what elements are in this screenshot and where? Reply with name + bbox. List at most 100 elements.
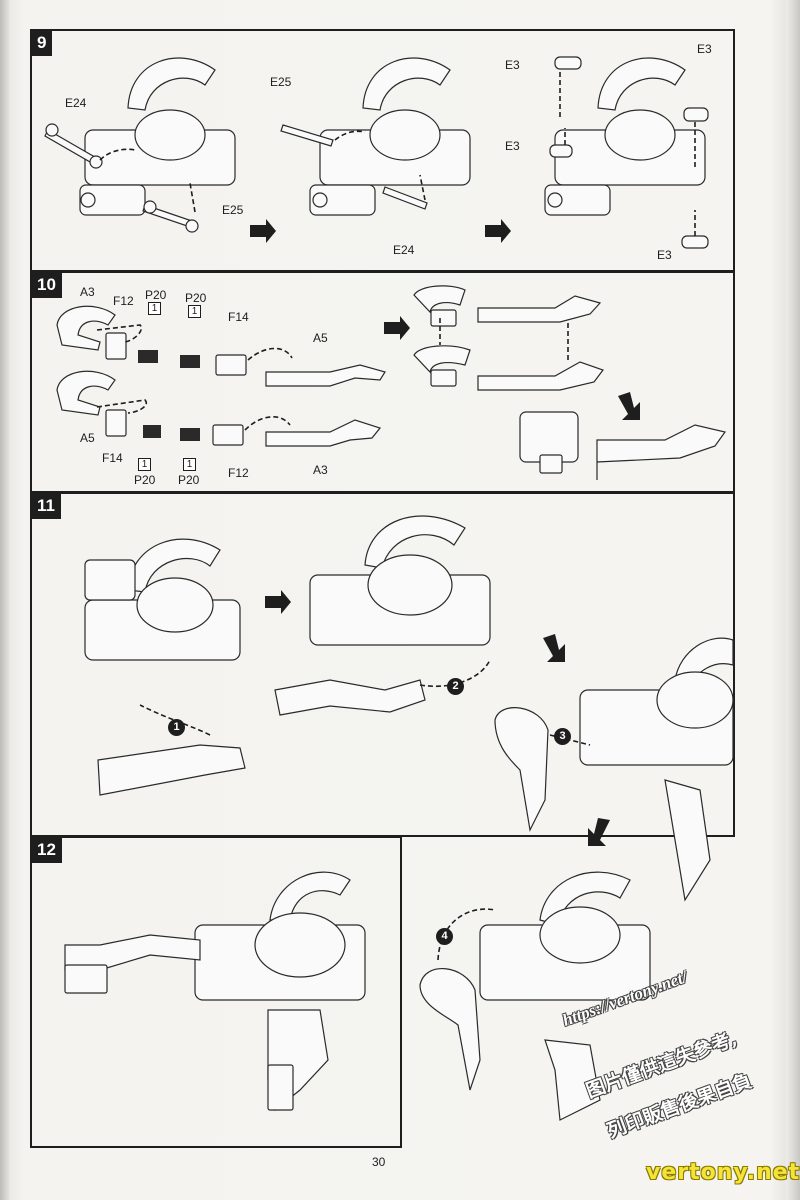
part-claw [56, 305, 116, 351]
part-clip [105, 332, 127, 360]
arm-stack [84, 559, 136, 601]
part-label: F14 [102, 451, 123, 465]
gear-dial [364, 515, 466, 569]
turret [604, 109, 676, 161]
arrow-right [265, 590, 291, 614]
part-label: A5 [313, 331, 328, 345]
arm-assembly [477, 295, 602, 323]
turret [539, 906, 621, 964]
claw-assembly [413, 345, 471, 374]
step-arrows [265, 590, 610, 846]
part-label: E3 [505, 139, 520, 153]
arrow-down-right [543, 634, 565, 662]
wheel [312, 192, 328, 208]
step-number: 12 [32, 838, 62, 863]
part-label: F12 [228, 466, 249, 480]
turret [136, 577, 214, 633]
part-label: E24 [65, 96, 87, 110]
arm-lower [309, 184, 376, 216]
gear-dial [597, 57, 686, 111]
part-claw [56, 370, 116, 416]
claw-assembly [413, 285, 466, 314]
arm-finished [596, 424, 727, 480]
part-label: E25 [222, 203, 244, 217]
arm-part [664, 779, 711, 902]
part-pad [180, 355, 200, 368]
step-number: 11 [32, 494, 61, 519]
wheel [80, 192, 96, 208]
step-number: 9 [32, 31, 53, 56]
part-label: P20 [134, 473, 156, 487]
step-arrows [250, 219, 511, 243]
part-label: P20 [145, 288, 167, 302]
arrow-down-right [618, 392, 640, 420]
part-label: E24 [393, 243, 415, 257]
page-number: 30 [372, 1155, 386, 1169]
part-cap [554, 56, 582, 70]
arrow-down-left [588, 818, 610, 846]
part-clip [212, 424, 244, 446]
claw-part [494, 707, 549, 832]
arrow-right [485, 219, 511, 243]
gear-dial [127, 57, 216, 111]
part-count: 1 [138, 458, 151, 471]
turret [254, 912, 346, 978]
part-count: 1 [183, 458, 196, 471]
part-label: E3 [657, 248, 672, 262]
part-arm [265, 364, 386, 387]
part-count: 1 [188, 305, 201, 318]
part-pad [143, 425, 161, 438]
part-cap [683, 107, 709, 122]
callout-1: 1 [168, 719, 185, 736]
arm-part [544, 1039, 601, 1121]
arm-part [97, 744, 246, 796]
arm-lower [544, 184, 611, 216]
part-label: E25 [270, 75, 292, 89]
turret [656, 671, 734, 729]
gear-dial [362, 57, 451, 111]
part-arm [265, 419, 382, 447]
part-link [280, 124, 334, 147]
part-label: F12 [113, 294, 134, 308]
part-label: A5 [80, 431, 95, 445]
gear-dial [127, 538, 221, 593]
step-number: 10 [32, 273, 62, 298]
part-label: P20 [178, 473, 200, 487]
watermark-site: vertony.net [646, 1160, 800, 1185]
arm-assembly [477, 361, 604, 391]
callout-2: 2 [447, 678, 464, 695]
part-link [382, 186, 428, 210]
part-count: 1 [148, 302, 161, 315]
part-pad [180, 428, 200, 441]
callout-3: 3 [554, 728, 571, 745]
arm-lower [79, 184, 146, 216]
part-clip [105, 409, 127, 437]
part-label: P20 [185, 291, 207, 305]
claw-part [419, 968, 481, 1091]
binding-edge [0, 0, 10, 1200]
part-clip [215, 354, 247, 376]
turret [134, 109, 206, 161]
part-cap [549, 144, 573, 158]
step-12-panel: 12 [30, 836, 402, 1148]
step-arrows [384, 316, 640, 420]
part-label: E3 [505, 58, 520, 72]
part-pad [138, 350, 158, 363]
page-edge [786, 0, 800, 1200]
arrow-right [384, 316, 410, 340]
arrow-right [250, 219, 276, 243]
wheel [547, 192, 563, 208]
part-label: F14 [228, 310, 249, 324]
arm-part [274, 679, 426, 716]
part-label: A3 [313, 463, 328, 477]
callout-4: 4 [436, 928, 453, 945]
gear-dial [269, 871, 351, 921]
turret [369, 109, 441, 161]
part-label: A3 [80, 285, 95, 299]
part-label: E3 [697, 42, 712, 56]
turret [367, 554, 453, 616]
